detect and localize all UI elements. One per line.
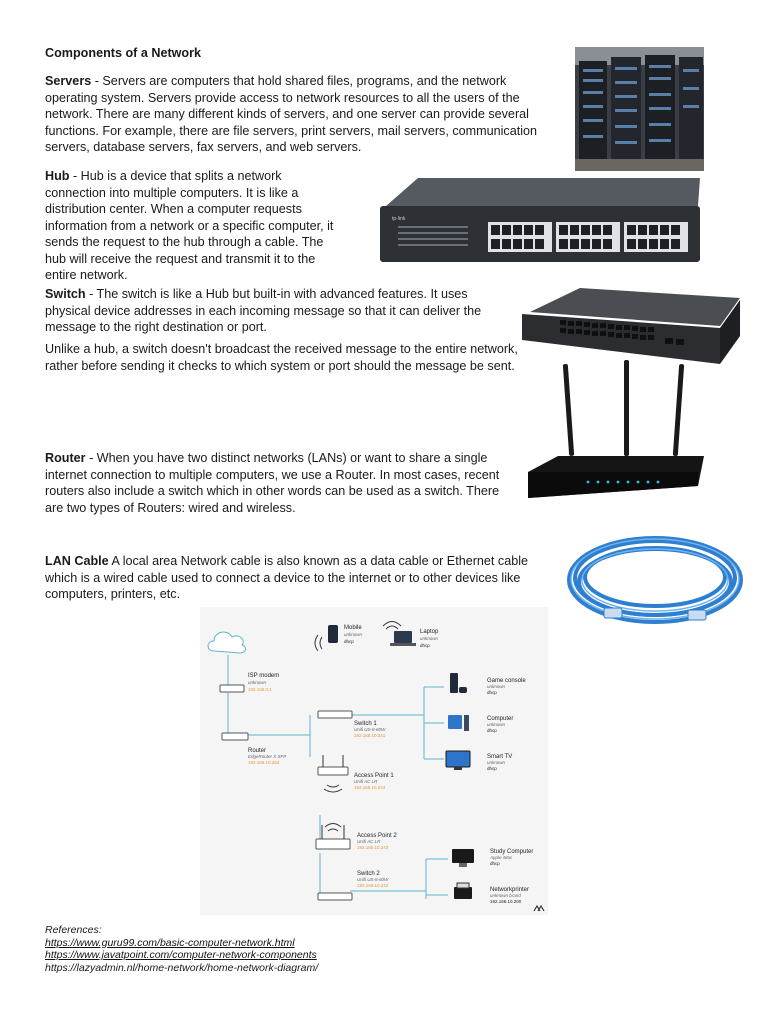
reference-link-3: https://lazyadmin.nl/home-network/home-n… [45, 961, 319, 974]
servers-paragraph: Servers - Servers are computers that hol… [45, 73, 540, 156]
diagram-computer-ip: dhcp [487, 728, 497, 733]
diagram-mobile-sub: unknown [344, 632, 363, 637]
diagram-study-ip: dhcp [490, 861, 500, 866]
diagram-tv-name: Smart TV [487, 754, 512, 760]
page-title: Components of a Network [45, 46, 202, 60]
diagram-game-ip: dhcp [487, 690, 497, 695]
servers-text: - Servers are computers that hold shared… [45, 74, 538, 154]
router-icon [221, 732, 249, 741]
diagram-computer-name: Computer [487, 716, 513, 722]
network-diagram: Mobile unknown dhcp Laptop unknown dhcp … [200, 607, 548, 915]
hub-device-image: tp-link [378, 176, 704, 264]
diagram-tv-sub: unknown [487, 760, 506, 765]
diagram-study-name: Study Computer [490, 849, 533, 855]
diagram-switch2-sub: Unifi US-8-60W [357, 877, 389, 882]
hub-paragraph: Hub - Hub is a device that splits a netw… [45, 168, 345, 284]
printer-icon [454, 887, 472, 899]
diagram-study-sub: Apple iMac [489, 855, 513, 860]
reference-link-2[interactable]: https://www.javatpoint.com/computer-netw… [45, 949, 317, 962]
lan-paragraph: LAN Cable A local area Network cable is … [45, 553, 555, 603]
switch2-icon [317, 892, 353, 901]
access-point1-icon [317, 766, 349, 776]
diagram-printer-sub: unknown brand [490, 893, 521, 898]
isp-modem-icon [219, 684, 245, 693]
diagram-isp-sub: unknown [248, 680, 267, 685]
lan-heading: LAN Cable [45, 554, 109, 568]
access-point2-icon [315, 838, 351, 850]
router-text: - When you have two distinct networks (L… [45, 451, 500, 515]
diagram-switch2-ip: 192.168.10.242 [357, 883, 389, 888]
diagram-router-ip: 192.168.10.254 [248, 760, 280, 765]
computer-icon [448, 715, 462, 729]
laptop-icon [394, 631, 412, 643]
reference-link-1[interactable]: https://www.guru99.com/basic-computer-ne… [45, 936, 295, 949]
diagram-switch1-sub: Unifi US-8-60W [354, 727, 386, 732]
diagram-computer-sub: unknown [487, 722, 506, 727]
diagram-ap2-sub: Unifi AC LR [357, 839, 381, 844]
diagram-ap2-ip: 192.168.10.243 [357, 845, 389, 850]
hub-heading: Hub [45, 169, 70, 183]
diagram-switch1-ip: 192.168.10.241 [354, 733, 386, 738]
diagram-mobile-name: Mobile [344, 625, 362, 631]
game-console-icon [450, 673, 458, 693]
diagram-switch1-name: Switch 1 [354, 721, 377, 727]
router-device-image [518, 360, 708, 506]
references: References: https://www.guru99.com/basic… [45, 924, 318, 974]
svg-text:tp-link: tp-link [392, 216, 406, 222]
diagram-switch2-name: Switch 2 [357, 871, 380, 877]
switch-paragraph-2: Unlike a hub, a switch doesn't broadcast… [45, 342, 518, 373]
diagram-logo-icon [533, 904, 545, 912]
smart-tv-icon [445, 750, 471, 768]
lan-text: A local area Network cable is also known… [45, 554, 529, 601]
switch-paragraph: Switch - The switch is like a Hub but bu… [45, 286, 515, 336]
diagram-printer-name: Networkprinter [490, 887, 529, 893]
diagram-ap1-sub: Unifi AC LR [354, 779, 378, 784]
references-heading: References: [45, 924, 102, 936]
diagram-laptop-name: Laptop [420, 629, 439, 635]
mobile-icon [328, 625, 338, 643]
router-paragraph: Router - When you have two distinct netw… [45, 450, 515, 516]
server-rack-photo [575, 47, 704, 171]
switch1-icon [317, 710, 353, 719]
diagram-game-sub: unknown [487, 684, 506, 689]
diagram-router-name: Router [248, 748, 266, 754]
diagram-tv-ip: dhcp [487, 766, 497, 771]
diagram-mobile-ip: dhcp [344, 639, 354, 644]
router-heading: Router [45, 451, 86, 465]
servers-heading: Servers [45, 74, 92, 88]
diagram-ap1-name: Access Point 1 [354, 773, 394, 779]
diagram-printer-ip: 192.168.10.200 [490, 899, 522, 904]
study-computer-icon [452, 849, 474, 863]
diagram-isp-name: ISP modem [248, 673, 279, 679]
diagram-ap2-name: Access Point 2 [357, 833, 397, 839]
diagram-ap1-ip: 192.168.10.244 [354, 785, 386, 790]
switch-heading: Switch [45, 287, 86, 301]
hub-text: - Hub is a device that splits a network … [45, 169, 334, 282]
cloud-icon [207, 631, 247, 654]
diagram-router-sub: EdgeRouter X SFP [248, 754, 286, 759]
diagram-laptop-ip: dhcp [420, 643, 430, 648]
diagram-laptop-sub: unknown [420, 636, 439, 641]
switch-text: - The switch is like a Hub but built-in … [45, 287, 482, 334]
lan-cable-image [562, 530, 748, 630]
diagram-isp-ip: 192.168.0.1 [248, 687, 272, 692]
diagram-game-name: Game console [487, 678, 526, 684]
switch-device-image [520, 286, 742, 366]
